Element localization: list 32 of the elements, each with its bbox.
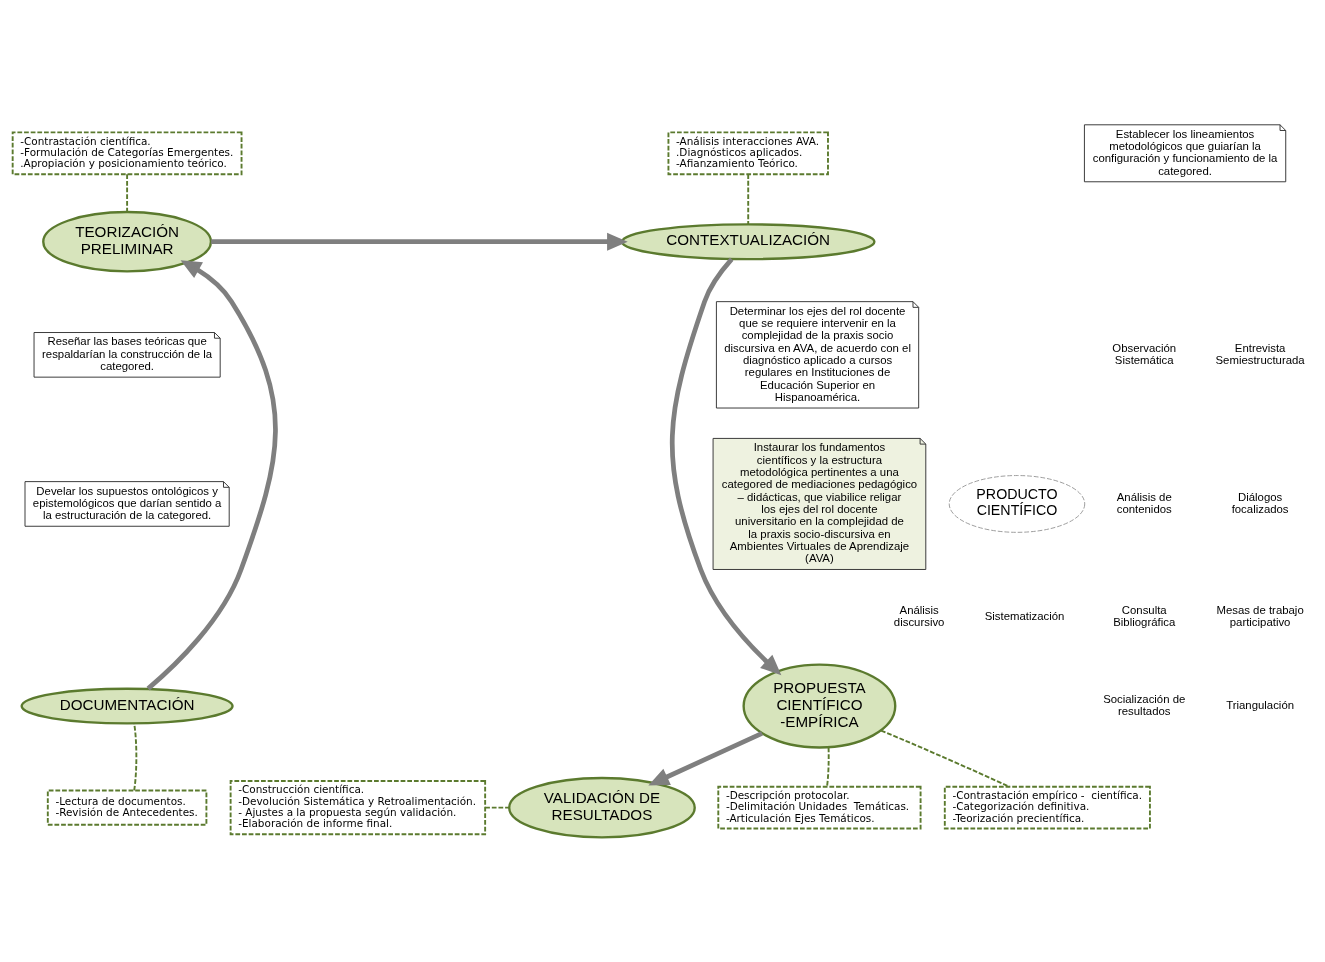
label: Entrevista Semiestructurada: [1215, 341, 1305, 366]
connector: [484, 806, 510, 809]
connector: [126, 173, 129, 213]
node-box: -Descripción protocolar. -Delimitación Unidades Temáticas. -Articulación Ejes Temáticos.: [717, 785, 922, 830]
label: Sistematización: [984, 609, 1065, 622]
label: Mesas de trabajo participativo: [1216, 603, 1304, 629]
label: Consulta Bibliográfica: [1113, 603, 1176, 629]
label: Análisis de contenidos: [1116, 490, 1172, 516]
label: Observación Sistemática: [1112, 341, 1177, 366]
node-box: -Contrastación científica. -Formulación de Categorías Emergentes. .Apropiación y posicionamiento teórico.: [11, 131, 243, 176]
label: Análisis discursivo: [893, 603, 945, 629]
label: Socialización de resultados: [1103, 692, 1186, 718]
node-box: -Análisis interacciones AVA. .Diagnósticos aplicados. -Afianzamiento Teórico.: [667, 131, 829, 176]
connector: [880, 729, 1011, 788]
arrow: [648, 731, 763, 786]
node-ellipse: PROPUESTA CIENTÍFICO -EMPÍRICA: [742, 663, 897, 749]
node-ellipse: VALIDACIÓN DE RESULTADOS: [508, 776, 696, 839]
connector: [747, 173, 750, 225]
connector: [133, 723, 138, 792]
node-box: -Lectura de documentos. -Revisión de Antecedentes.: [46, 789, 208, 826]
node-ellipse: DOCUMENTACIÓN: [20, 687, 234, 725]
node-ellipse: TEORIZACIÓN PRELIMINAR: [42, 210, 213, 273]
label: Triangulación: [1226, 699, 1295, 712]
arrow: [211, 232, 628, 251]
connector: [826, 746, 830, 788]
arrow: [146, 260, 278, 691]
node-ellipse: PRODUCTO CIENTÍFICO: [948, 475, 1086, 533]
node-box: -Contrastación empírico - científica. -Categorización definitiva. -Teorización precientífica.: [943, 785, 1151, 830]
node-ellipse: CONTEXTUALIZACIÓN: [620, 223, 876, 261]
label: Diálogos focalizados: [1231, 490, 1289, 516]
arrow: [670, 257, 782, 676]
node-box: -Construcción científica. -Devolución Sistemática y Retroalimentación. - Ajustes a la propuesta según validación. -Elaboración de informe final.: [229, 780, 487, 836]
